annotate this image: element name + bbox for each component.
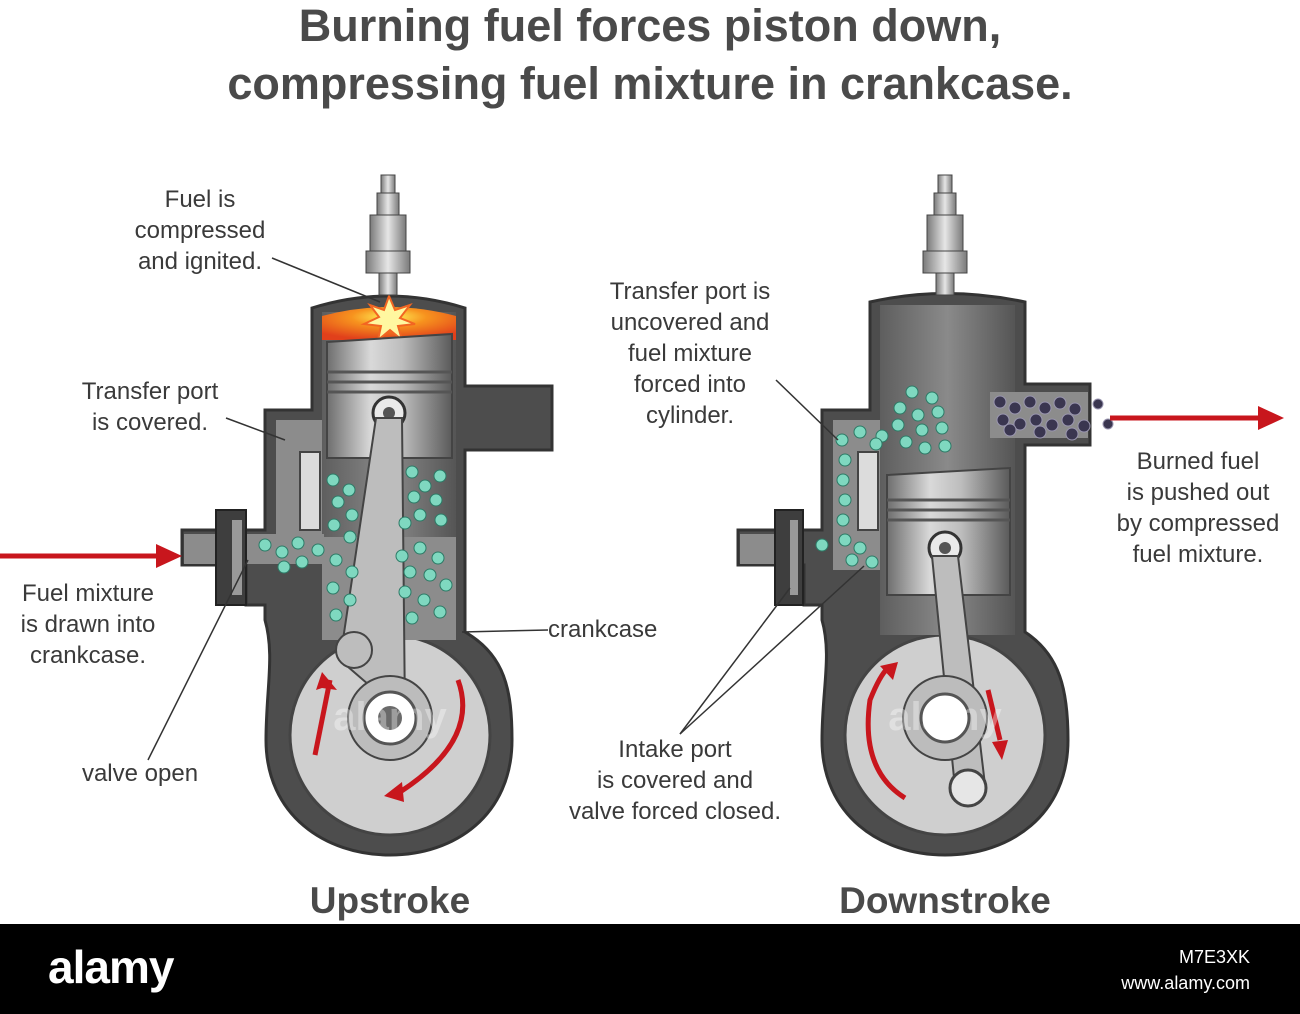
label-burned-fuel: Burned fuel is pushed out by compressed …	[1116, 448, 1280, 568]
ignition-burst-icon	[360, 293, 416, 343]
label-fuel-compressed: Fuel is compressed and ignited.	[134, 186, 266, 275]
flow-arrow-icon	[1110, 406, 1284, 430]
image-id: M7E3XK	[1178, 947, 1250, 967]
site-url: www.alamy.com	[1121, 973, 1250, 993]
brand-logo: alamy	[48, 941, 174, 993]
title-line-2: compressing fuel mixture in crankcase.	[227, 58, 1073, 109]
intake-valve	[774, 509, 804, 606]
downstroke-engine	[736, 174, 1284, 857]
label-fuel-drawn: Fuel mixture is drawn into crankcase.	[20, 580, 156, 669]
page-title: Burning fuel forces piston down, compres…	[0, 2, 1300, 108]
flow-arrow-icon	[0, 544, 182, 568]
watermark: alamy	[888, 695, 1002, 739]
fuel-particles	[258, 465, 453, 625]
fuel-particles	[815, 385, 952, 569]
label-intake-covered: Intake port is covered and valve forced …	[568, 736, 782, 825]
spark-plug-icon	[365, 174, 411, 296]
exhaust-particles	[993, 395, 1114, 441]
caption-downstroke: Downstroke	[839, 880, 1051, 921]
label-crankcase: crankcase	[548, 616, 658, 643]
image-info: M7E3XK www.alamy.com	[1121, 944, 1250, 996]
label-valve-open: valve open	[81, 760, 199, 787]
rotation-arrow-icon	[312, 679, 466, 795]
rotation-arrow-icon	[865, 666, 1003, 801]
caption-upstroke: Upstroke	[309, 880, 471, 921]
spark-plug-icon	[922, 174, 968, 296]
upstroke-engine	[0, 174, 554, 857]
label-transfer-covered: Transfer port is covered.	[81, 378, 219, 436]
watermark: alamy	[333, 695, 447, 739]
footer-bar: alamy M7E3XK www.alamy.com	[0, 924, 1300, 1014]
label-transfer-uncovered: Transfer port is uncovered and fuel mixt…	[609, 278, 771, 429]
leader-lines	[147, 257, 865, 761]
engine-diagram: alamy alamy	[0, 174, 1284, 857]
title-line-1: Burning fuel forces piston down,	[298, 0, 1002, 51]
